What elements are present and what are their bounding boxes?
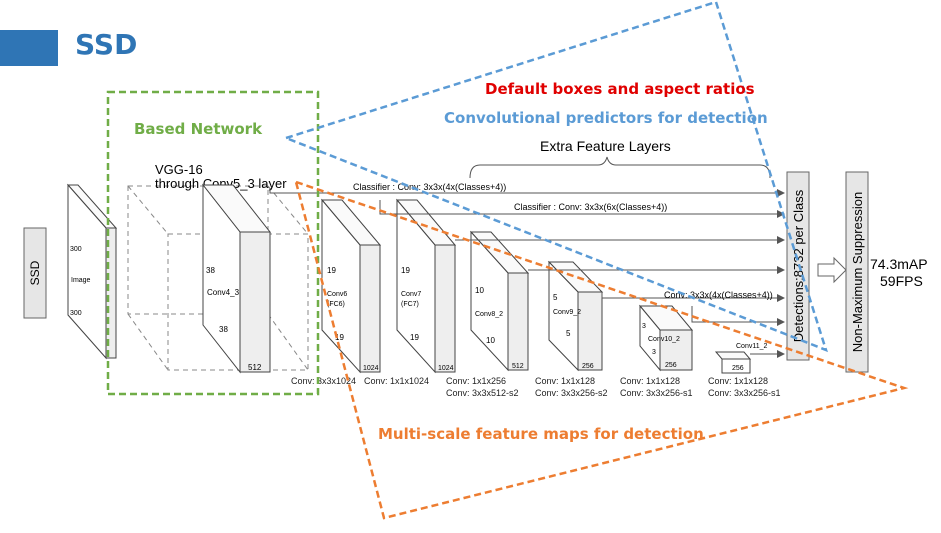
op-label: Conv: 3x3x256-s1: [708, 388, 781, 398]
conv6-c: 1024: [363, 365, 379, 372]
conv10-2-block: 3 Conv10_2 3 256: [638, 304, 694, 372]
conv6-label: Conv6: [327, 291, 347, 298]
op-label: Conv: 1x1x1024: [364, 376, 429, 386]
ssd-side-box: SSD: [23, 227, 47, 319]
conv7-c: 1024: [438, 365, 454, 372]
conv6-h: 19: [327, 266, 336, 275]
conv6-w: 19: [335, 333, 344, 342]
classifier3-label: Conv: 3x3x(4x(Classes+4)): [664, 290, 773, 300]
conv10-label: Conv10_2: [648, 336, 680, 343]
conv8-label: Conv8_2: [475, 311, 503, 318]
conv7-label: Conv7: [401, 291, 421, 298]
conv9-c: 256: [582, 363, 594, 370]
default-boxes-callout: Default boxes and aspect ratios: [485, 80, 755, 98]
ssd-side-label: SSD: [28, 260, 42, 285]
based-network-frame: [106, 90, 320, 396]
op-label: Conv: 3x3x512-s2: [446, 388, 519, 398]
multiscale-triangle: [294, 180, 909, 520]
conv-predictors-callout: Convolutional predictors for detection: [444, 109, 768, 127]
op-labels: Conv: 3x3x1024 Conv: 1x1x1024 Conv: 1x1x…: [291, 376, 781, 398]
op-label: Conv: 3x3x256-s1: [620, 388, 693, 398]
fps-result: 59FPS: [880, 273, 923, 289]
conv4-3-c: 512: [248, 363, 262, 372]
classifier2-label: Classifier : Conv: 3x3x(6x(Classes+4)): [514, 202, 667, 212]
conv11-c: 256: [732, 365, 744, 372]
extra-feature-layers-label: Extra Feature Layers: [540, 138, 671, 154]
conv4-3-w: 38: [219, 325, 228, 334]
conv11-label: Conv11_2: [736, 343, 768, 350]
conv4-3-block: 38 Conv4_3 38 512: [201, 183, 272, 374]
map-result: 74.3mAP: [870, 256, 928, 272]
conv6-block: 19 Conv6 (FC6) 19 1024: [320, 198, 382, 374]
conv10-c: 256: [665, 362, 677, 369]
conv8-w: 10: [486, 336, 495, 345]
nms-label: Non-Maximum Suppression: [850, 192, 865, 352]
op-label: Conv: 1x1x128: [535, 376, 595, 386]
image-w-label: 300: [70, 310, 82, 317]
conv7-w: 19: [410, 333, 419, 342]
conv8-2-block: 10 Conv8_2 10 512: [469, 230, 530, 372]
op-label: Conv: 1x1x128: [620, 376, 680, 386]
nms-arrow: [817, 256, 847, 284]
conv7-label2: (FC7): [401, 301, 419, 308]
conv7-block: 19 Conv7 (FC7) 19 1024: [395, 198, 457, 374]
conv-predictors-triangle: [282, 0, 828, 353]
op-label: Conv: 1x1x256: [446, 376, 506, 386]
conv10-w: 3: [652, 349, 656, 356]
vgg-label-line2: through Conv5_3 layer: [155, 176, 287, 191]
detections-box: Detections:8732 per Class: [786, 171, 810, 361]
conv10-h: 3: [642, 323, 646, 330]
slide-title: SSD: [75, 28, 138, 61]
image-h-label: 300: [70, 246, 82, 253]
conv8-h: 10: [475, 286, 484, 295]
conv11-2-block: Conv11_2 256: [714, 343, 768, 374]
vgg-label-line1: VGG-16: [155, 162, 203, 177]
based-network-callout: Based Network: [134, 120, 263, 138]
conv7-h: 19: [401, 266, 410, 275]
conv4-3-h: 38: [206, 266, 215, 275]
conv9-label: Conv9_2: [553, 309, 581, 316]
classifier1-label: Classifier : Conv: 3x3x(4x(Classes+4)): [353, 182, 506, 192]
image-label: Image: [71, 277, 91, 284]
conv9-h: 5: [553, 293, 558, 302]
conv4-3-label: Conv4_3: [207, 288, 240, 297]
op-label: Conv: 1x1x128: [708, 376, 768, 386]
conv6-label2: (FC6): [327, 301, 345, 308]
nms-box: Non-Maximum Suppression: [845, 171, 869, 373]
conv9-w: 5: [566, 329, 571, 338]
input-image-block: 300 Image 300: [66, 183, 118, 360]
classifier-arrows: [269, 188, 785, 358]
title-accent-bar: [0, 30, 58, 66]
conv9-2-block: 5 Conv9_2 5 256: [547, 260, 604, 372]
conv8-c: 512: [512, 363, 524, 370]
multiscale-callout: Multi-scale feature maps for detection: [378, 425, 704, 443]
op-label: Conv: 3x3x1024: [291, 376, 356, 386]
op-label: Conv: 3x3x256-s2: [535, 388, 608, 398]
